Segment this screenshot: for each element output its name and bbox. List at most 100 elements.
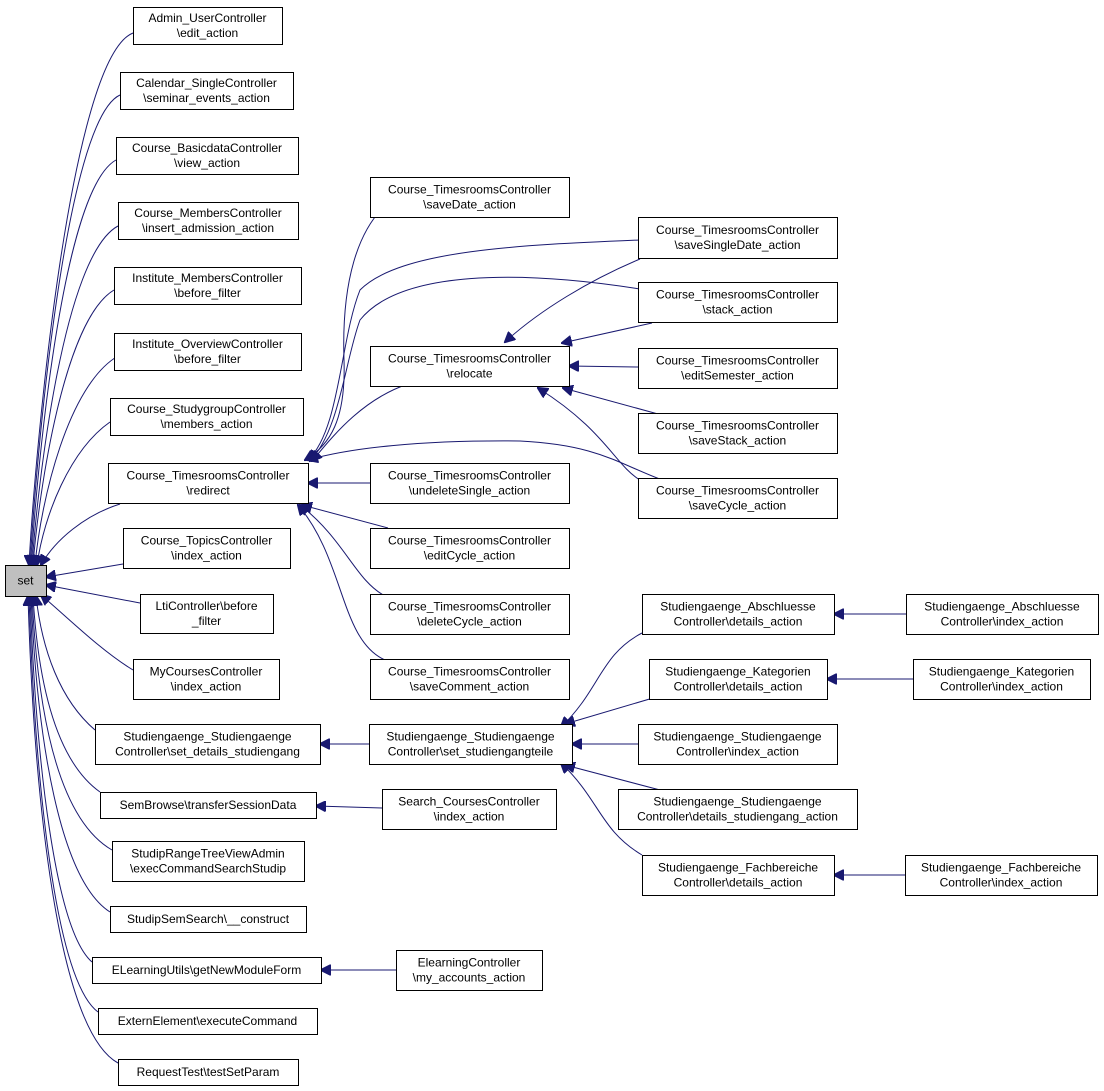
node-course-studygroup-controller-members-action[interactable]: Course_StudygroupController\members_acti…	[110, 398, 304, 436]
node-admin-user-controller-edit-action[interactable]: Admin_UserController\edit_action	[133, 7, 283, 45]
node-studiengaenge-abschluesse-details-action[interactable]: Studiengaenge_AbschluesseController\deta…	[642, 594, 835, 635]
node-label-line: Course_TimesroomsController	[388, 665, 551, 679]
graph-nodes: set Admin_UserController\edit_action Cal…	[5, 7, 1099, 1086]
node-label-line: StudipSemSearch\__construct	[127, 912, 290, 926]
node-label-line: Controller\index_action	[676, 745, 799, 759]
node-extern-element-execute-command[interactable]: ExternElement\executeCommand	[98, 1008, 318, 1035]
edge-savesingledate-to-redirect	[308, 239, 641, 460]
node-calendar-single-controller-seminar-events-action[interactable]: Calendar_SingleController\seminar_events…	[120, 72, 294, 110]
node-box	[370, 594, 570, 635]
edge-stack-to-relocate	[562, 322, 653, 343]
edge-savecycle-to-relocate	[538, 388, 641, 481]
node-box	[370, 346, 570, 387]
edge-institute-members-to-set	[33, 289, 115, 565]
edge-editcycle-to-redirect	[302, 505, 389, 529]
node-course-topics-controller-index-action[interactable]: Course_TopicsController\index_action	[123, 528, 291, 569]
node-label-line: Course_TimesroomsController	[656, 223, 819, 237]
node-label-line: \editSemester_action	[681, 369, 794, 383]
node-search-courses-controller-index-action[interactable]: Search_CoursesController\index_action	[382, 789, 557, 830]
node-studip-sem-search-construct[interactable]: StudipSemSearch\__construct	[110, 906, 307, 933]
node-studiengaenge-fachbereiche-details-action[interactable]: Studiengaenge_FachbereicheController\det…	[642, 855, 835, 896]
edge-kategorien-details-to-set-teile	[565, 697, 654, 724]
edge-savesingledate-to-relocate	[505, 258, 641, 342]
node-label-line: Course_TimesroomsController	[656, 484, 819, 498]
node-label-line: Controller\set_details_studiengang	[115, 745, 300, 759]
node-label-line: Course_TimesroomsController	[656, 288, 819, 302]
node-course-timesrooms-controller-delete-cycle-action[interactable]: Course_TimesroomsController\deleteCycle_…	[370, 594, 570, 635]
node-label-line: \saveSingleDate_action	[674, 238, 800, 252]
node-elearning-controller-my-accounts-action[interactable]: ElearningController\my_accounts_action	[396, 950, 543, 991]
node-course-timesrooms-controller-save-date-action[interactable]: Course_TimesroomsController\saveDate_act…	[370, 177, 570, 218]
node-label-line: ELearningUtils\getNewModuleForm	[112, 963, 301, 977]
node-course-timesrooms-controller-save-cycle-action[interactable]: Course_TimesroomsController\saveCycle_ac…	[638, 478, 838, 519]
node-label-line: Course_BasicdataController	[132, 141, 282, 155]
node-label-line: \my_accounts_action	[413, 971, 526, 985]
node-course-timesrooms-controller-save-stack-action[interactable]: Course_TimesroomsController\saveStack_ac…	[638, 413, 838, 454]
node-label-line: Controller\details_action	[674, 876, 803, 890]
edge-stack-to-redirect	[310, 276, 641, 461]
node-elearning-utils-get-new-module-form[interactable]: ELearningUtils\getNewModuleForm	[92, 957, 322, 984]
node-label-line: Course_TimesroomsController	[127, 469, 290, 483]
node-course-timesrooms-controller-stack-action[interactable]: Course_TimesroomsController\stack_action	[638, 282, 838, 323]
node-studiengaenge-fachbereiche-index-action[interactable]: Studiengaenge_FachbereicheController\ind…	[905, 855, 1098, 896]
node-studip-range-tree-view-admin-exec-command-search-studip[interactable]: StudipRangeTreeViewAdmin\execCommandSear…	[112, 841, 305, 882]
edge-studip-semsearch-to-set	[31, 596, 111, 913]
node-studiengaenge-kategorien-index-action[interactable]: Studiengaenge_KategorienController\index…	[913, 659, 1091, 700]
node-my-courses-controller-index-action[interactable]: MyCoursesController\index_action	[133, 659, 280, 700]
node-set[interactable]: set	[5, 565, 47, 597]
node-course-timesrooms-controller-edit-semester-action[interactable]: Course_TimesroomsController\editSemester…	[638, 348, 838, 389]
node-box	[120, 72, 294, 110]
node-institute-overview-controller-before-filter[interactable]: Institute_OverviewController\before_filt…	[114, 333, 302, 371]
node-box	[370, 528, 570, 569]
node-studiengaenge-index-action[interactable]: Studiengaenge_StudiengaengeController\in…	[638, 724, 838, 765]
node-label-line: LtiController\before	[155, 599, 257, 613]
node-label-line: Controller\index_action	[941, 615, 1064, 629]
node-course-timesrooms-controller-edit-cycle-action[interactable]: Course_TimesroomsController\editCycle_ac…	[370, 528, 570, 569]
edge-course-topics-to-set	[46, 563, 124, 577]
edge-savecycle-to-redirect	[308, 440, 666, 482]
edge-deletecycle-to-redirect	[300, 505, 386, 597]
node-course-timesrooms-controller-redirect[interactable]: Course_TimesroomsController\redirect	[108, 463, 309, 504]
node-box	[370, 659, 570, 700]
node-label-line: Controller\details_action	[674, 680, 803, 694]
node-label-line: \editCycle_action	[424, 549, 515, 563]
edge-savedate-to-redirect	[305, 188, 411, 460]
node-institute-members-controller-before-filter[interactable]: Institute_MembersController\before_filte…	[114, 267, 302, 305]
node-label-line: Studiengaenge_Kategorien	[665, 665, 810, 679]
node-label-line: Studiengaenge_Fachbereiche	[921, 861, 1081, 875]
node-box	[369, 724, 573, 765]
node-box	[370, 463, 570, 504]
node-course-timesrooms-controller-save-comment-action[interactable]: Course_TimesroomsController\saveComment_…	[370, 659, 570, 700]
node-sembrowse-transfer-session-data[interactable]: SemBrowse\transferSessionData	[100, 792, 317, 819]
node-label-line: _filter	[191, 614, 221, 628]
node-label-line: Course_TimesroomsController	[388, 469, 551, 483]
node-label-line: \members_action	[160, 417, 252, 431]
node-label-line: Institute_MembersController	[132, 271, 283, 285]
node-box	[5, 565, 47, 597]
edge-course-studygroup-to-set	[37, 421, 111, 565]
node-studiengaenge-set-details-studiengang[interactable]: Studiengaenge_StudiengaengeController\se…	[95, 724, 321, 765]
node-studiengaenge-kategorien-details-action[interactable]: Studiengaenge_KategorienController\detai…	[649, 659, 828, 700]
node-label-line: Studiengaenge_Abschluesse	[660, 600, 816, 614]
node-lti-controller-before-filter[interactable]: LtiController\before_filter	[140, 594, 274, 634]
node-label-line: Studiengaenge_Studiengaenge	[653, 795, 821, 809]
node-label-line: Course_TimesroomsController	[656, 354, 819, 368]
node-studiengaenge-set-studiengangteile[interactable]: Studiengaenge_StudiengaengeController\se…	[369, 724, 573, 765]
node-studiengaenge-abschluesse-index-action[interactable]: Studiengaenge_AbschluesseController\inde…	[906, 594, 1099, 635]
node-box	[140, 594, 274, 634]
node-course-members-controller-insert-admission-action[interactable]: Course_MembersController\insert_admissio…	[118, 202, 299, 240]
node-label-line: \saveCycle_action	[689, 499, 786, 513]
edge-lti-to-set	[46, 585, 141, 604]
node-studiengaenge-details-studiengang-action[interactable]: Studiengaenge_StudiengaengeController\de…	[618, 789, 858, 830]
node-box	[108, 463, 309, 504]
node-label-line: Studiengaenge_Studiengaenge	[653, 730, 821, 744]
node-course-timesrooms-controller-undelete-single-action[interactable]: Course_TimesroomsController\undeleteSing…	[370, 463, 570, 504]
node-box	[396, 950, 543, 991]
node-course-timesrooms-controller-save-single-date-action[interactable]: Course_TimesroomsController\saveSingleDa…	[638, 217, 838, 259]
node-request-test-test-set-param[interactable]: RequestTest\testSetParam	[118, 1059, 299, 1086]
node-course-timesrooms-controller-relocate[interactable]: Course_TimesroomsController\relocate	[370, 346, 570, 387]
node-course-basicdata-controller-view-action[interactable]: Course_BasicdataController\view_action	[116, 137, 299, 175]
node-box	[382, 789, 557, 830]
node-box	[118, 202, 299, 240]
edge-editsemester-to-relocate	[569, 366, 639, 367]
